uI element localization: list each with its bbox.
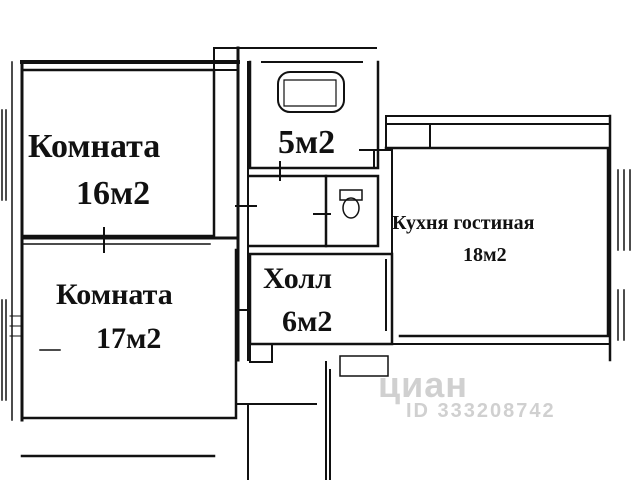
bottom-wall-mid xyxy=(235,403,317,480)
hall-name: Холл xyxy=(263,262,333,295)
kitchen-name: Кухня гостиная xyxy=(392,212,535,234)
stair-block xyxy=(325,361,331,480)
wc2-outline xyxy=(324,174,380,248)
window-right-1 xyxy=(617,169,631,251)
hall-entry xyxy=(249,343,273,363)
toilet-bowl xyxy=(342,197,360,219)
room2-area: 17м2 xyxy=(96,322,162,355)
kitchen-top-step xyxy=(385,115,431,149)
bathroom-area: 5м2 xyxy=(278,124,336,161)
stair-lines xyxy=(339,355,389,377)
bathroom-outline xyxy=(248,60,380,170)
room1-door xyxy=(213,47,239,71)
wc-ticks xyxy=(239,161,331,215)
hall-area: 6м2 xyxy=(282,305,333,338)
wc-outline xyxy=(248,174,328,248)
bathtub xyxy=(277,71,345,113)
room1-area: 16м2 xyxy=(76,175,151,212)
window-left-2 xyxy=(1,299,7,401)
window-right-2 xyxy=(617,289,625,341)
kitchen-area: 18м2 xyxy=(463,244,507,266)
bath-door xyxy=(359,149,393,169)
room1-outline xyxy=(20,68,216,238)
window-left-1 xyxy=(1,109,7,201)
left-side-ticks xyxy=(9,315,23,337)
bath-inner xyxy=(283,79,337,107)
room1-name: Комната xyxy=(28,128,161,165)
room2-outline xyxy=(20,242,238,420)
kitchen-outline xyxy=(384,146,610,338)
toilet-tank xyxy=(339,189,363,201)
room2-name: Комната xyxy=(56,278,173,311)
